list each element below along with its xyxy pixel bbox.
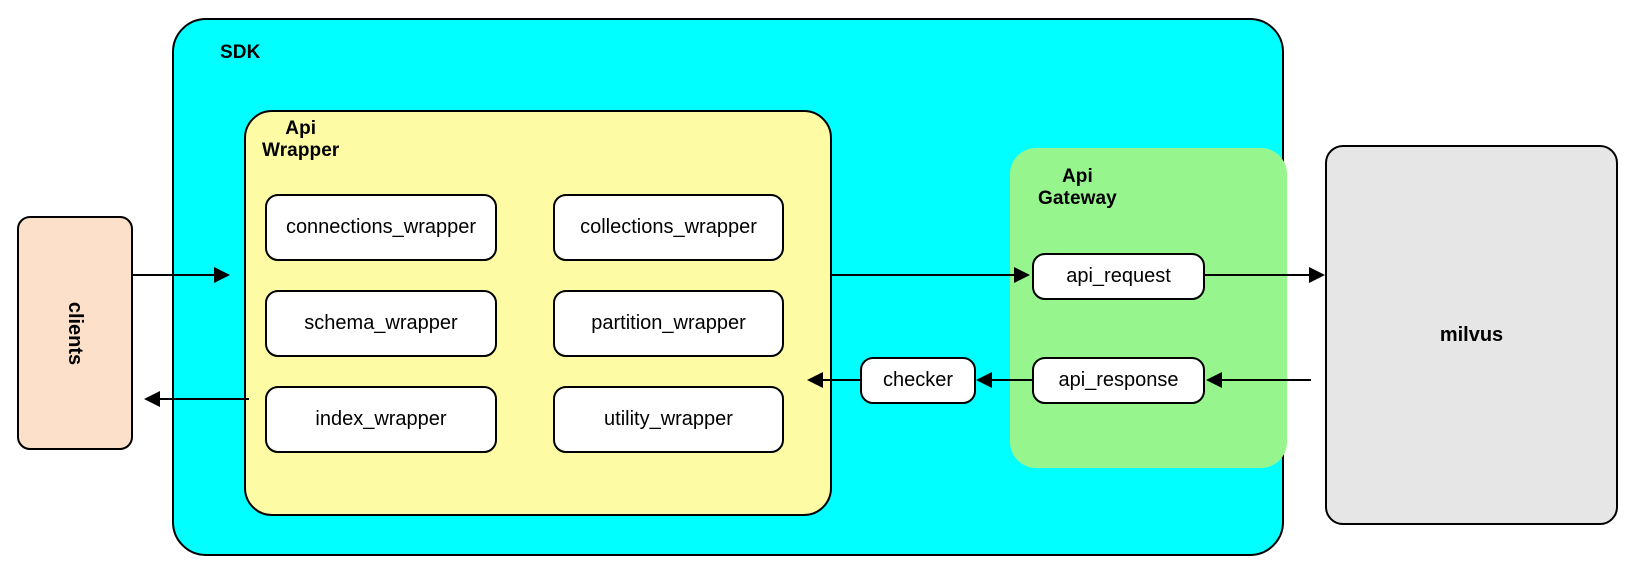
checker-label: checker <box>882 369 954 391</box>
module-utility-wrapper[interactable]: utility_wrapper <box>553 386 784 453</box>
arrow-milvus-to-api-response-line <box>1219 379 1311 381</box>
module-partition-wrapper[interactable]: partition_wrapper <box>553 290 784 357</box>
sdk-title: SDK <box>220 42 261 63</box>
checker-node[interactable]: checker <box>860 357 976 404</box>
arrow-clients-to-api-wrapper-line <box>133 274 223 276</box>
milvus-node[interactable]: milvus <box>1325 145 1618 525</box>
api-gateway-container[interactable] <box>1010 148 1287 468</box>
arrow-api-wrapper-to-clients-head <box>144 391 160 407</box>
clients-label: clients <box>64 301 87 365</box>
module-label: schema_wrapper <box>304 312 458 334</box>
api-gateway-title: Api Gateway <box>1038 166 1117 209</box>
arrow-api-request-to-milvus-line <box>1205 274 1317 276</box>
module-label: partition_wrapper <box>591 312 746 334</box>
arrow-api-response-to-checker-head <box>976 372 992 388</box>
module-index-wrapper[interactable]: index_wrapper <box>265 386 497 453</box>
module-label: collections_wrapper <box>580 216 757 238</box>
arrow-clients-to-api-wrapper-head <box>214 267 230 283</box>
clients-node[interactable]: clients <box>17 216 133 450</box>
arrow-api-request-to-milvus-head <box>1309 267 1325 283</box>
arrow-milvus-to-api-response-head <box>1206 372 1222 388</box>
arrow-checker-to-api-wrapper-line <box>822 379 860 381</box>
module-collections-wrapper[interactable]: collections_wrapper <box>553 194 784 261</box>
module-label: api_response <box>1058 369 1179 391</box>
module-schema-wrapper[interactable]: schema_wrapper <box>265 290 497 357</box>
api-wrapper-title: Api Wrapper <box>262 118 340 161</box>
module-api-request[interactable]: api_request <box>1032 253 1205 300</box>
arrow-api-wrapper-to-api-request-head <box>1014 267 1030 283</box>
module-api-response[interactable]: api_response <box>1032 357 1205 404</box>
module-label: index_wrapper <box>315 408 447 430</box>
module-label: connections_wrapper <box>285 216 477 238</box>
arrow-api-response-to-checker-line <box>990 379 1032 381</box>
arrow-api-wrapper-to-clients-line <box>159 398 249 400</box>
module-label: utility_wrapper <box>604 408 733 430</box>
arrow-api-wrapper-to-api-request-line <box>832 274 1022 276</box>
module-label: api_request <box>1066 265 1171 287</box>
arrow-checker-to-api-wrapper-head <box>807 372 823 388</box>
module-connections-wrapper[interactable]: connections_wrapper <box>265 194 497 261</box>
milvus-label: milvus <box>1439 323 1504 346</box>
